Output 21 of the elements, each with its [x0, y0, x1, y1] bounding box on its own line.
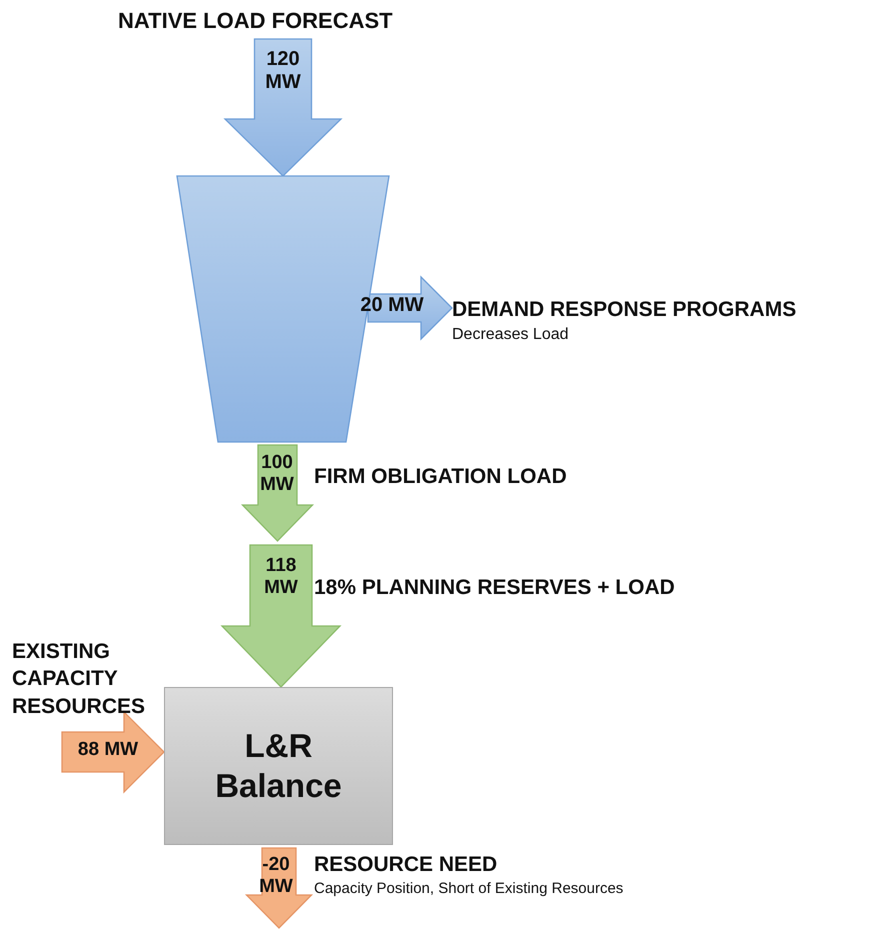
note-text: Capacity Position, Short of Existing Resources: [314, 880, 624, 898]
edge-label: 88 MW: [76, 739, 140, 761]
block-arrow: [220, 544, 342, 688]
edge-label: 20 MW: [359, 294, 425, 317]
block-arrow: [367, 275, 453, 341]
edge-label: 118 MW: [263, 555, 299, 599]
box-title: L&R Balance: [214, 726, 343, 806]
note-text: Decreases Load: [452, 326, 570, 345]
edge-label: 120 MW: [264, 48, 302, 94]
annotation-label: FIRM OBLIGATION LOAD: [314, 465, 567, 490]
block-arrow: [61, 710, 165, 794]
heading-label: EXISTING CAPACITY RESOURCES: [12, 639, 146, 720]
block-arrow: [240, 444, 314, 542]
annotation-label: RESOURCE NEED: [314, 853, 498, 878]
heading-label: NATIVE LOAD FORECAST: [118, 8, 394, 34]
annotation-label: 18% PLANNING RESERVES + LOAD: [314, 576, 675, 600]
block-arrow: [244, 847, 314, 929]
edge-label: 100 MW: [259, 452, 295, 496]
block-arrow: [223, 38, 343, 177]
edge-label: -20 MW: [258, 854, 294, 898]
heading-label: DEMAND RESPONSE PROGRAMS: [452, 298, 798, 322]
